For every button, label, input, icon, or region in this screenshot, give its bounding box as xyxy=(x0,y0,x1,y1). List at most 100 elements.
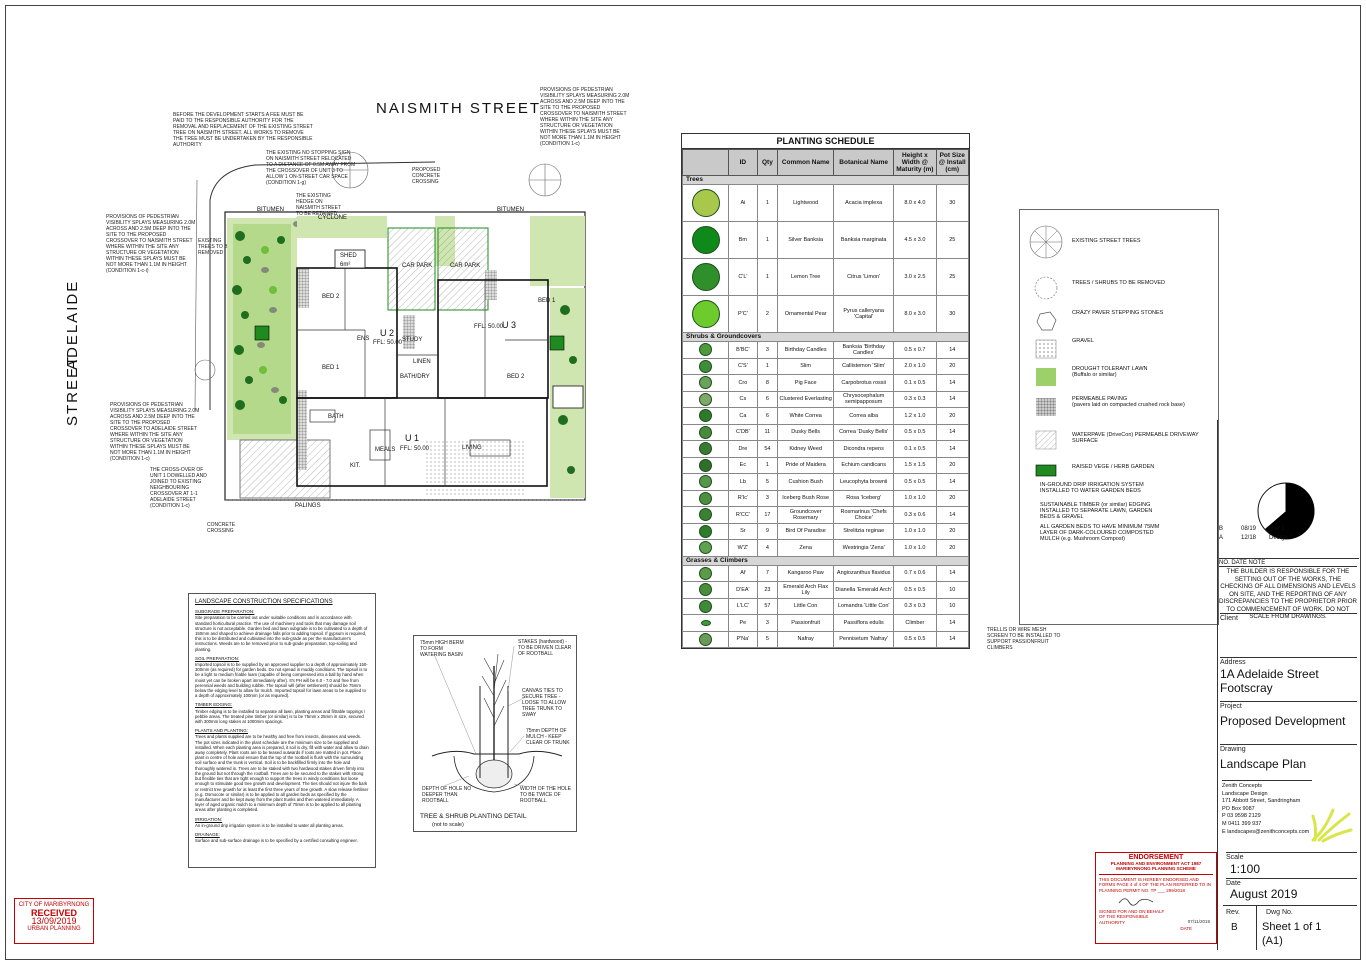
plant-symbol-icon xyxy=(691,300,720,328)
endorse-act: PLANNING AND ENVIRONMENT ACT 1987 xyxy=(1110,860,1202,866)
received-word: RECEIVED xyxy=(30,908,77,918)
label-shed: SHED xyxy=(340,253,357,259)
schedule-cell-pot: 25 xyxy=(935,221,969,259)
schedule-cell-id: Lb xyxy=(728,473,758,491)
label-unit-3: U 3 xyxy=(502,320,517,330)
schedule-cell-common: Nafray xyxy=(777,630,835,648)
street-label-adelaide-2: STREET xyxy=(64,354,81,426)
company-line: P 03 9598 2129 xyxy=(1222,813,1261,820)
callout-ties: CANVAS TIES TO SECURE TREE - LOOSE TO AL… xyxy=(522,688,566,718)
schedule-cell-botanical: Echium candicans xyxy=(833,456,895,474)
plant-symbol-icon xyxy=(699,524,713,538)
revision-date: 12/18 xyxy=(1241,535,1257,541)
schedule-cell-id: R'Ic' xyxy=(728,489,758,507)
schedule-cell-id: Ca xyxy=(728,407,758,425)
label-ffl-u3: FFL: 50.00 xyxy=(474,324,504,330)
schedule-group: Trees xyxy=(682,175,969,185)
schedule-cell-id: Bm xyxy=(728,221,758,259)
address-line-1: 1A Adelaide Street xyxy=(1220,667,1319,681)
legend-item-label: RAISED VEGE / HERB GARDEN xyxy=(1072,464,1155,470)
note-visibility-adelaide: PROVISIONS OF PEDESTRIAN VISIBILITY SPLA… xyxy=(110,402,200,462)
schedule-cell-qty: 3 xyxy=(756,614,779,632)
schedule-symbol-cell xyxy=(681,581,730,599)
note-concrete-crossing: CONCRETE CROSSING xyxy=(207,522,236,534)
schedule-cell-qty: 3 xyxy=(756,341,779,359)
legend-item-label: EXISTING STREET TREES xyxy=(1072,238,1141,244)
date-label: Date xyxy=(1226,878,1357,887)
schedule-cell-pot: 20 xyxy=(935,489,969,507)
plant-symbol-icon xyxy=(699,359,713,373)
legend-item: PERMEABLE PAVING(pavers laid on compacte… xyxy=(1072,396,1212,408)
schedule-symbol-cell xyxy=(681,473,730,491)
legend-item-label: DROUGHT TOLERANT LAWN xyxy=(1072,366,1148,372)
schedule-header-2: Qty xyxy=(756,149,779,176)
schedule-cell-botanical: Dianella 'Emerald Arch' xyxy=(833,581,895,599)
schedule-cell-common: Lightwood xyxy=(777,184,835,222)
schedule-cell-qty: 1 xyxy=(756,357,779,375)
spec-heading: SUBGRADE PREPARATION: xyxy=(195,609,255,615)
schedule-cell-qty: 9 xyxy=(756,522,779,540)
plant-symbol-icon xyxy=(699,392,713,406)
plant-symbol-icon xyxy=(700,619,711,626)
schedule-cell-common: Emerald Arch Flax Lily xyxy=(777,581,835,599)
schedule-cell-qty: 17 xyxy=(756,506,779,524)
spec-body: Surface and sub-surface drainage is to b… xyxy=(195,838,358,844)
schedule-cell-common: Little Con xyxy=(777,597,835,615)
schedule-symbol-cell xyxy=(681,407,730,425)
schedule-cell-botanical: Leucophyta brownii xyxy=(833,473,895,491)
revision-date: 08/19 xyxy=(1241,526,1257,532)
legend-item-label: TREES / SHRUBS TO BE REMOVED xyxy=(1072,280,1166,286)
schedule-cell-pot: 14 xyxy=(935,341,969,359)
schedule-header-4: Botanical Name xyxy=(833,149,895,176)
plant-symbol-icon xyxy=(699,442,713,456)
note-visibility-top: PROVISIONS OF PEDESTRIAN VISIBILITY SPLA… xyxy=(540,87,630,147)
received-council: CITY OF MARIBYRNONG xyxy=(18,902,90,908)
company-line: Zenith Concepts xyxy=(1222,783,1263,789)
endorsement-stamp: ENDORSEMENT PLANNING AND ENVIRONMENT ACT… xyxy=(1095,852,1217,944)
label-unit-2: U 2 xyxy=(380,328,395,338)
company-line: M 0411 399 937 xyxy=(1222,820,1262,827)
schedule-cell-pot: 30 xyxy=(935,184,969,222)
schedule-symbol-cell xyxy=(681,258,730,296)
plant-symbol-icon xyxy=(691,226,720,254)
schedule-cell-botanical: Lomandra 'Little Con' xyxy=(833,597,895,615)
schedule-symbol-cell xyxy=(681,221,730,259)
specs-title: LANDSCAPE CONSTRUCTION SPECIFICATIONS xyxy=(195,599,333,605)
schedule-cell-qty: 6 xyxy=(756,407,779,425)
legend-item: WATERPAVE (DriveCon) PERMEABLE DRIVEWAY … xyxy=(1072,432,1212,444)
schedule-cell-pot: 14 xyxy=(935,440,969,458)
schedule-cell-botanical: Carpobrotus rossii xyxy=(833,374,895,392)
drawing-frame xyxy=(5,5,1361,960)
schedule-cell-pot: 14 xyxy=(935,564,969,582)
schedule-cell-size: 0.7 x 0.6 xyxy=(893,564,937,582)
endorse-signed: SIGNED FOR AND ON BEHALF OF THE RESPONSI… xyxy=(1099,908,1165,925)
spec-body: Imported topsoil is to be supplied by an… xyxy=(195,662,368,699)
schedule-symbol-cell xyxy=(681,614,730,632)
rev-label: Rev. xyxy=(1226,909,1240,916)
drawing-name: Landscape Plan xyxy=(1220,757,1307,771)
schedule-cell-qty: 6 xyxy=(756,390,779,408)
scale-label: Scale xyxy=(1226,852,1357,861)
construction-specifications: LANDSCAPE CONSTRUCTION SPECIFICATIONS SU… xyxy=(188,593,376,868)
revision-note: Design 1 xyxy=(1269,535,1293,541)
tb-left-border xyxy=(1217,420,1218,950)
label-unit-1: U 1 xyxy=(405,433,420,443)
schedule-cell-qty: 1 xyxy=(756,456,779,474)
schedule-cell-size: 0.5 x 0.5 xyxy=(893,473,937,491)
label-bed2-b: BED 2 xyxy=(507,374,525,380)
schedule-cell-size: 1.2 x 1.0 xyxy=(893,407,937,425)
